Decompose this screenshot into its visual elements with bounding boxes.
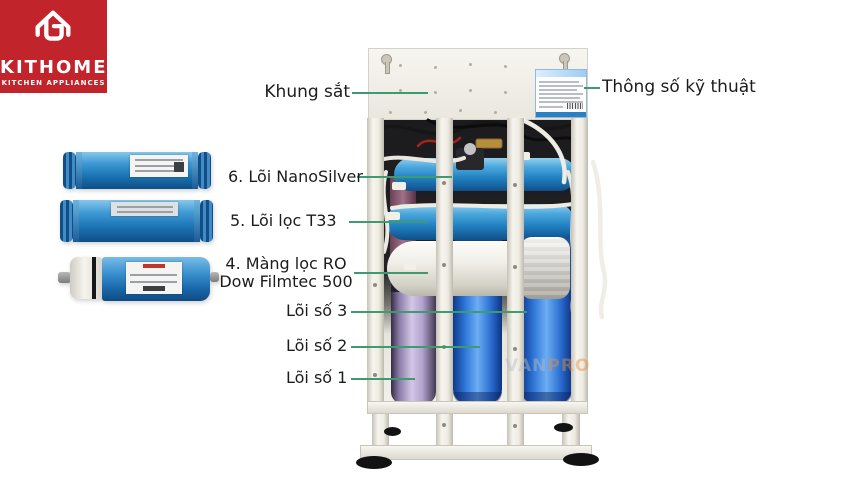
- front-foot-left: [356, 456, 392, 469]
- label-specs: Thông số kỹ thuật: [602, 77, 756, 97]
- filter-cap: [60, 200, 73, 242]
- filter-cap: [63, 152, 76, 189]
- membrane-cap: [70, 257, 102, 299]
- leader-line-ro: [354, 272, 428, 274]
- ro-membrane-cartridge: [58, 256, 220, 302]
- leader-line-cartridge2: [351, 346, 480, 348]
- house-icon: [35, 10, 71, 41]
- label-ro-line2: Dow Filmtec 500: [219, 272, 353, 291]
- leader-line-nanosilver: [357, 176, 452, 178]
- filter-label: [111, 202, 178, 217]
- membrane-stem: [210, 272, 219, 282]
- leader-line-cartridge1: [351, 378, 415, 380]
- frame-rail-left: [367, 118, 384, 408]
- filter-label: [125, 262, 182, 294]
- leader-line-t33: [349, 221, 427, 223]
- label-nanosilver: 6. Lõi NanoSilver: [228, 167, 363, 186]
- leader-line-frame: [352, 92, 428, 94]
- label-cartridge2: Lõi số 2: [286, 336, 348, 355]
- leader-line-cartridge3: [351, 311, 527, 313]
- frame-rail-right: [571, 118, 588, 408]
- membrane-body: [102, 257, 210, 301]
- frame-leg-left: [372, 403, 389, 453]
- brand-logo: KITHOME KITCHEN APPLIANCES: [0, 0, 107, 93]
- keyhole-slot: [559, 53, 570, 73]
- label-cartridge1: Lõi số 1: [286, 368, 348, 387]
- base-rail-front: [360, 445, 592, 460]
- leader-line-specs: [584, 87, 600, 89]
- membrane-stem: [58, 272, 71, 283]
- nanosilver-cylinder: [394, 158, 576, 191]
- label-ro-membrane: 4. Màng lọc RO Dow Filmtec 500: [218, 255, 354, 291]
- filter-cap: [200, 200, 213, 242]
- label-cartridge3: Lõi số 3: [286, 301, 348, 320]
- filter-cartridge-t33: [60, 200, 213, 242]
- watermark: VANPRO: [505, 356, 591, 376]
- base-rail-rear: [367, 401, 588, 414]
- filter-label: [130, 154, 188, 178]
- brand-name: KITHOME: [0, 57, 108, 78]
- brand-tagline: KITCHEN APPLIANCES: [1, 79, 106, 87]
- label-t33: 5. Lõi lọc T33: [230, 211, 337, 230]
- label-ro-line1: 4. Màng lọc RO: [225, 254, 347, 273]
- rear-foot-right: [554, 423, 573, 432]
- rear-foot-left: [384, 427, 401, 436]
- ro-membrane-endcap: [520, 237, 570, 299]
- frame-post-2: [507, 118, 524, 452]
- front-foot-right: [563, 453, 599, 466]
- spec-sticker: [535, 69, 587, 118]
- filter-cap: [198, 152, 211, 189]
- keyhole-slot: [381, 54, 392, 74]
- label-frame: Khung sắt: [264, 82, 350, 102]
- filter-cartridge-nanosilver: [63, 152, 211, 189]
